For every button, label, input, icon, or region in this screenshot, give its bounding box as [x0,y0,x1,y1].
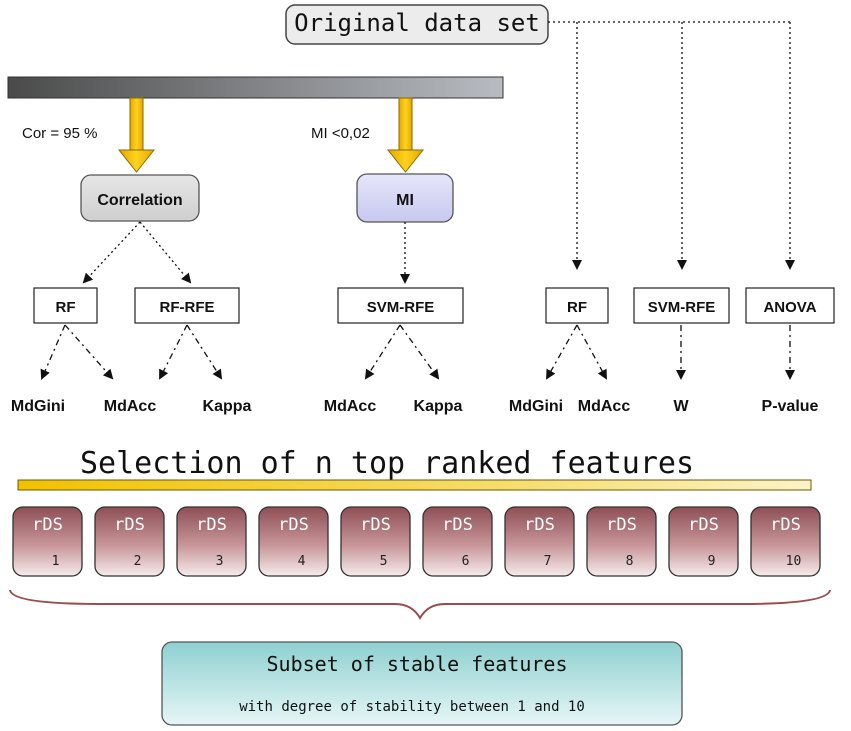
rds-box-8 [586,506,657,577]
rds-boxes: rDS 1 rDS 2 rDS 3 rDS 4 rDS 5 rDS 6 rDS 7 rDS 8 rDS 9 rDS 1… [12,506,821,577]
rds-number-3: 3 [216,554,224,569]
svm-rfe-box-right-label: SVM-RFE [648,299,716,316]
rds-label-9: rDS [688,515,719,535]
metric-mdacc-left: MdAcc [104,398,157,415]
rds-number-1: 1 [52,554,60,569]
metric-mdgini-right: MdGini [509,398,563,415]
rds-label-1: rDS [32,515,63,535]
rds-box-10 [750,506,821,577]
rf-box-left [33,287,98,324]
rds-number-7: 7 [544,554,552,569]
rds-box-1 [12,506,83,577]
rds-label-3: rDS [196,515,227,535]
rds-box-7 [504,506,575,577]
original-data-set-label: Original data set [294,9,540,37]
svm-rfe-box-left-label: SVM-RFE [367,299,435,316]
metric-kappa-left: Kappa [203,398,252,415]
rds-box-6 [422,506,493,577]
rds-box-9 [668,506,739,577]
rds-number-9: 9 [708,554,716,569]
subset-title: Subset of stable features [266,652,567,676]
cor-threshold-label: Cor = 95 % [22,125,97,142]
right-connectors [548,21,795,270]
anova-box [745,287,835,324]
rf-box-right-label: RF [567,299,587,316]
metric-mdacc-right: MdAcc [578,398,631,415]
rds-box-3 [176,506,247,577]
grouping-brace [9,589,831,621]
rf-box-right [545,287,609,324]
yellow-bar [17,479,812,491]
original-data-set-box [285,4,549,45]
rds-box-2 [94,506,165,577]
metric-kappa-middle: Kappa [414,398,463,415]
rds-label-10: rDS [770,515,801,535]
subset-box [161,641,683,726]
rds-label-8: rDS [606,515,637,535]
correlation-node [80,174,200,222]
rds-number-10: 10 [786,554,802,569]
rds-label-5: rDS [360,515,391,535]
metric-mdacc-middle: MdAcc [324,398,377,415]
rds-label-7: rDS [524,515,555,535]
correlation-label: Correlation [97,192,182,209]
rds-number-2: 2 [134,554,142,569]
rds-label-2: rDS [114,515,145,535]
yellow-arrow-correlation [117,97,156,173]
rds-number-5: 5 [380,554,388,569]
rf-box-left-label: RF [56,299,76,316]
rf-rfe-box-label: RF-RFE [160,299,215,316]
mi-threshold-label: MI <0,02 [311,125,370,142]
rds-label-4: rDS [278,515,309,535]
metric-connectors [40,324,795,380]
rds-number-4: 4 [298,554,306,569]
rds-box-5 [340,506,411,577]
metric-w: W [673,398,689,415]
yellow-arrow-mi [386,97,425,173]
anova-box-label: ANOVA [763,299,816,316]
rds-label-6: rDS [442,515,473,535]
svm-rfe-box-right [633,287,730,324]
mi-label: MI [396,192,414,209]
svm-rfe-box-left [337,287,464,324]
rds-box-4 [258,506,329,577]
subset-subtitle: with degree of stability between 1 and 1… [239,699,585,715]
selection-title: Selection of n top ranked features [80,446,694,481]
rf-rfe-box [134,287,240,324]
rds-number-8: 8 [626,554,634,569]
metric-pvalue: P-value [762,398,819,415]
node-connectors [82,221,410,284]
metric-mdgini-left: MdGini [11,398,65,415]
rds-number-6: 6 [462,554,470,569]
gray-bar [7,76,504,99]
